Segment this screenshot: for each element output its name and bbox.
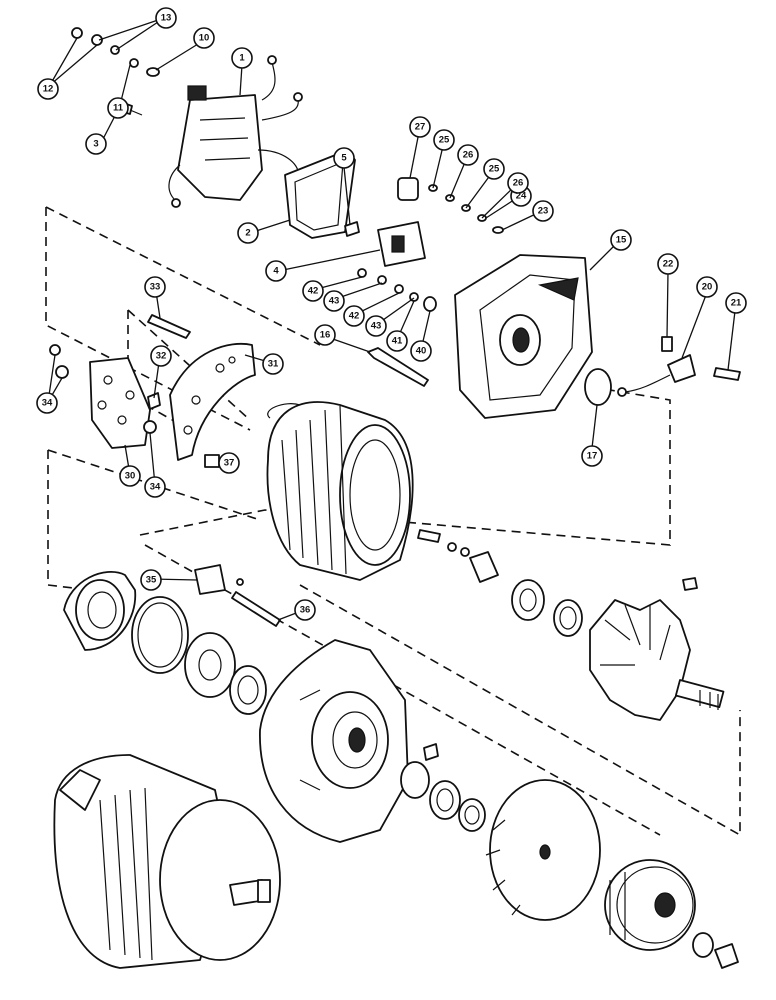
callout-13: 13 bbox=[155, 7, 177, 29]
o-ring bbox=[584, 368, 612, 406]
leader-lines bbox=[47, 17, 736, 621]
callout-23: 23 bbox=[532, 200, 554, 222]
callout-10: 10 bbox=[193, 27, 215, 49]
bolt-36 bbox=[231, 591, 281, 627]
callout-22: 22 bbox=[657, 253, 679, 275]
svg-text:34: 34 bbox=[42, 398, 53, 409]
svg-text:1: 1 bbox=[239, 53, 245, 64]
svg-text:33: 33 bbox=[150, 282, 161, 293]
svg-text:17: 17 bbox=[587, 451, 598, 462]
callout-4: 4 bbox=[265, 260, 287, 282]
svg-text:27: 27 bbox=[415, 122, 426, 133]
svg-text:42: 42 bbox=[308, 286, 319, 297]
svg-text:12: 12 bbox=[43, 84, 54, 95]
end-bearing-parts bbox=[63, 571, 267, 715]
svg-text:16: 16 bbox=[320, 330, 331, 341]
cooling-fan bbox=[485, 779, 601, 921]
svg-text:41: 41 bbox=[392, 336, 403, 347]
callout-32: 32 bbox=[150, 345, 172, 367]
svg-text:22: 22 bbox=[663, 259, 674, 270]
terminal-parts bbox=[617, 336, 741, 397]
callout-31: 31 bbox=[262, 353, 284, 375]
callout-42b: 42 bbox=[343, 305, 365, 327]
svg-text:32: 32 bbox=[156, 351, 167, 362]
svg-text:37: 37 bbox=[224, 458, 235, 469]
svg-text:31: 31 bbox=[268, 359, 279, 370]
callout-43b: 43 bbox=[365, 315, 387, 337]
slip-ring-end-frame bbox=[454, 254, 593, 419]
callout-17: 17 bbox=[581, 445, 603, 467]
svg-text:2: 2 bbox=[245, 228, 250, 239]
callout-43a: 43 bbox=[323, 290, 345, 312]
callout-30: 30 bbox=[119, 465, 141, 487]
callout-20: 20 bbox=[696, 276, 718, 298]
callout-1: 1 bbox=[231, 47, 253, 69]
rotor bbox=[589, 577, 725, 721]
svg-text:13: 13 bbox=[161, 13, 172, 24]
callout-34b: 34 bbox=[144, 476, 166, 498]
svg-text:26: 26 bbox=[513, 178, 524, 189]
svg-text:36: 36 bbox=[300, 605, 311, 616]
callout-40: 40 bbox=[410, 340, 432, 362]
callout-5: 5 bbox=[333, 147, 355, 169]
drive-end-bearings bbox=[400, 743, 486, 832]
callout-27: 27 bbox=[409, 116, 431, 138]
bearing-hardware bbox=[417, 529, 583, 637]
callout-26b: 26 bbox=[507, 172, 529, 194]
svg-text:3: 3 bbox=[93, 139, 98, 150]
callout-21: 21 bbox=[725, 292, 747, 314]
callout-35: 35 bbox=[140, 569, 162, 591]
callout-33: 33 bbox=[144, 276, 166, 298]
svg-text:5: 5 bbox=[341, 153, 347, 164]
callout-2: 2 bbox=[237, 222, 259, 244]
svg-text:25: 25 bbox=[489, 164, 500, 175]
screw-5 bbox=[344, 221, 360, 237]
svg-text:20: 20 bbox=[702, 282, 713, 293]
regulator-assembly bbox=[168, 55, 303, 208]
callout-12: 12 bbox=[37, 78, 59, 100]
svg-text:43: 43 bbox=[371, 321, 382, 332]
through-bolt-16 bbox=[367, 347, 429, 387]
stator bbox=[266, 401, 414, 581]
drive-end-frame bbox=[259, 639, 409, 843]
callout-3: 3 bbox=[85, 133, 107, 155]
callout-26a: 26 bbox=[457, 144, 479, 166]
callout-11: 11 bbox=[107, 97, 129, 119]
svg-text:43: 43 bbox=[329, 296, 340, 307]
assembled-alternator bbox=[53, 754, 281, 969]
svg-text:4: 4 bbox=[273, 266, 279, 277]
bracket-35 bbox=[194, 564, 226, 595]
svg-text:30: 30 bbox=[125, 471, 136, 482]
callout-41: 41 bbox=[386, 330, 408, 352]
svg-text:25: 25 bbox=[439, 135, 450, 146]
svg-text:40: 40 bbox=[416, 346, 427, 357]
svg-text:35: 35 bbox=[146, 575, 157, 586]
callout-15: 15 bbox=[610, 229, 632, 251]
callout-25a: 25 bbox=[433, 129, 455, 151]
pulley bbox=[604, 859, 739, 969]
callout-36: 36 bbox=[294, 599, 316, 621]
svg-text:26: 26 bbox=[463, 150, 474, 161]
callout-42a: 42 bbox=[302, 280, 324, 302]
svg-text:21: 21 bbox=[731, 298, 742, 309]
svg-text:42: 42 bbox=[349, 311, 360, 322]
callout-16: 16 bbox=[314, 324, 336, 346]
callout-37: 37 bbox=[218, 452, 240, 474]
svg-text:24: 24 bbox=[516, 191, 527, 202]
svg-text:34: 34 bbox=[150, 482, 161, 493]
svg-text:15: 15 bbox=[616, 235, 627, 246]
callout-34a: 34 bbox=[36, 392, 58, 414]
svg-text:10: 10 bbox=[199, 33, 210, 44]
callout-25b: 25 bbox=[483, 158, 505, 180]
svg-text:11: 11 bbox=[113, 103, 124, 114]
svg-text:23: 23 bbox=[538, 206, 549, 217]
rectifier-assembly bbox=[49, 314, 256, 468]
